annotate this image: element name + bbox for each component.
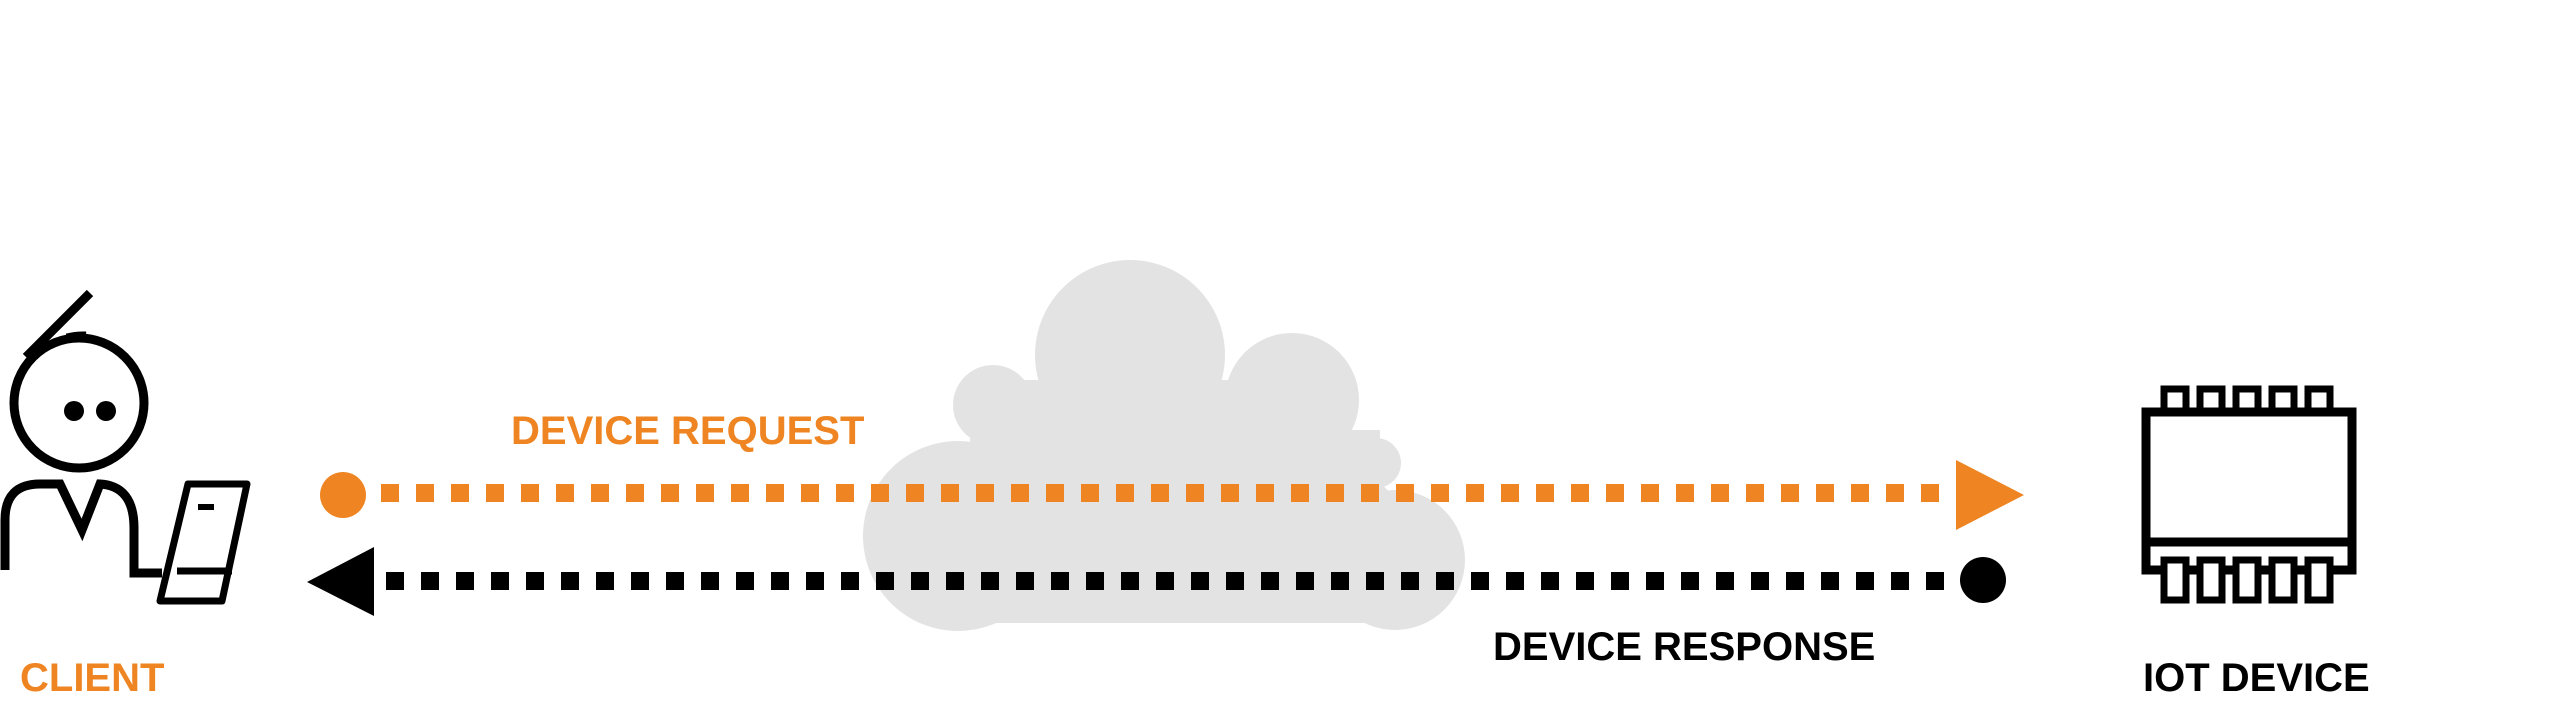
phone-icon	[156, 480, 251, 605]
response-arrow	[307, 547, 2006, 616]
client-person-icon	[0, 289, 162, 578]
client-label: CLIENT	[20, 656, 164, 700]
request-arrow	[320, 460, 2024, 530]
request-arrowhead-icon	[1956, 460, 2024, 530]
client-eye-icon	[64, 401, 84, 421]
request-label: DEVICE REQUEST	[511, 409, 864, 453]
response-end-dot	[1960, 557, 2006, 603]
response-label: DEVICE RESPONSE	[1493, 625, 1875, 669]
iot-device-label: IOT DEVICE	[2143, 656, 2370, 700]
response-arrowhead-icon	[307, 547, 374, 616]
request-start-dot	[320, 472, 366, 518]
chip-icon	[2141, 385, 2357, 604]
client-eye-icon	[96, 401, 116, 421]
